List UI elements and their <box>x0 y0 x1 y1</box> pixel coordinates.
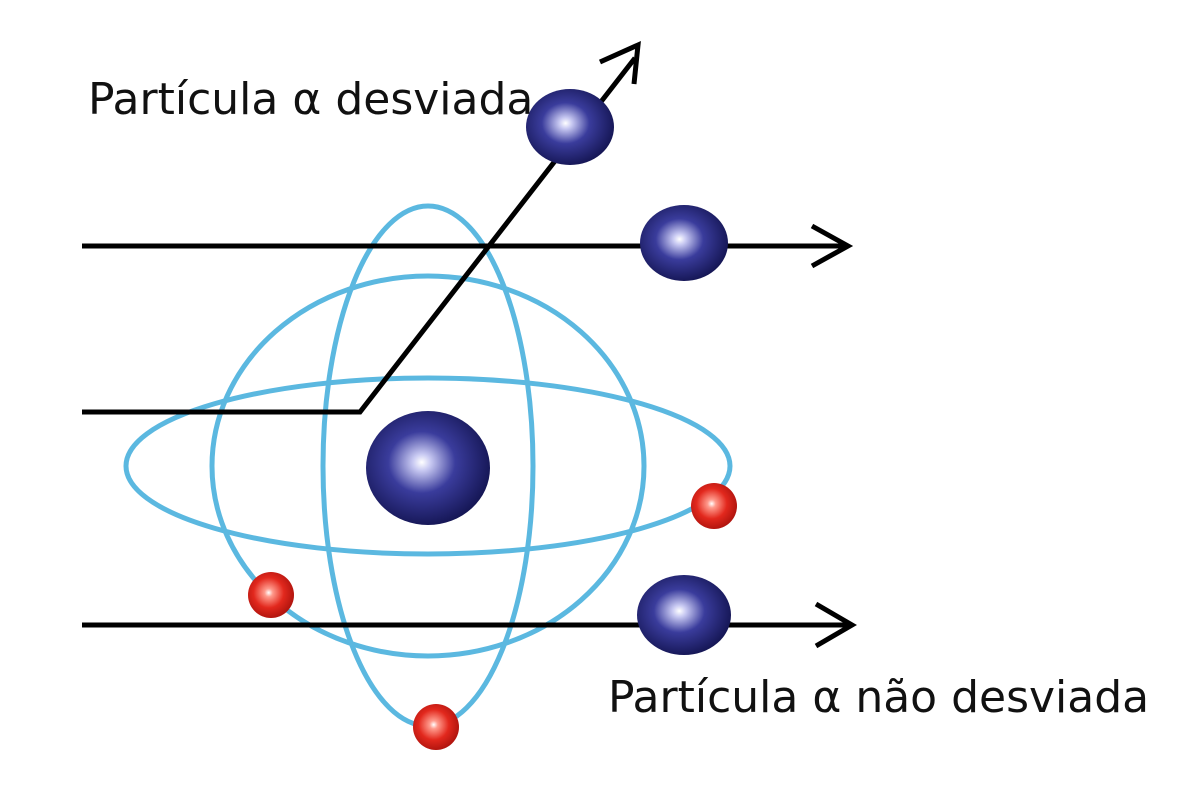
arrowhead-top <box>810 223 854 269</box>
alpha-particle-bottom <box>637 575 731 655</box>
alpha-particles <box>526 89 731 655</box>
arrowhead-deflected <box>598 40 641 85</box>
undeflected-particle-label: Partícula α não desviada <box>608 672 1150 723</box>
electron-right <box>691 483 737 529</box>
alpha-particle-deflected <box>526 89 614 165</box>
orbit-tilted <box>209 273 647 659</box>
arrowhead-bottom <box>814 601 857 649</box>
electrons <box>248 483 737 750</box>
trajectory-deflected <box>82 56 637 415</box>
orbit-horizontal <box>123 375 733 557</box>
trajectories <box>82 40 857 649</box>
deflected-particle-label: Partícula α desviada <box>88 74 534 125</box>
electron-left <box>248 572 294 618</box>
electron-bottom <box>413 704 459 750</box>
alpha-particle-top <box>640 205 728 281</box>
nucleus <box>366 411 490 525</box>
